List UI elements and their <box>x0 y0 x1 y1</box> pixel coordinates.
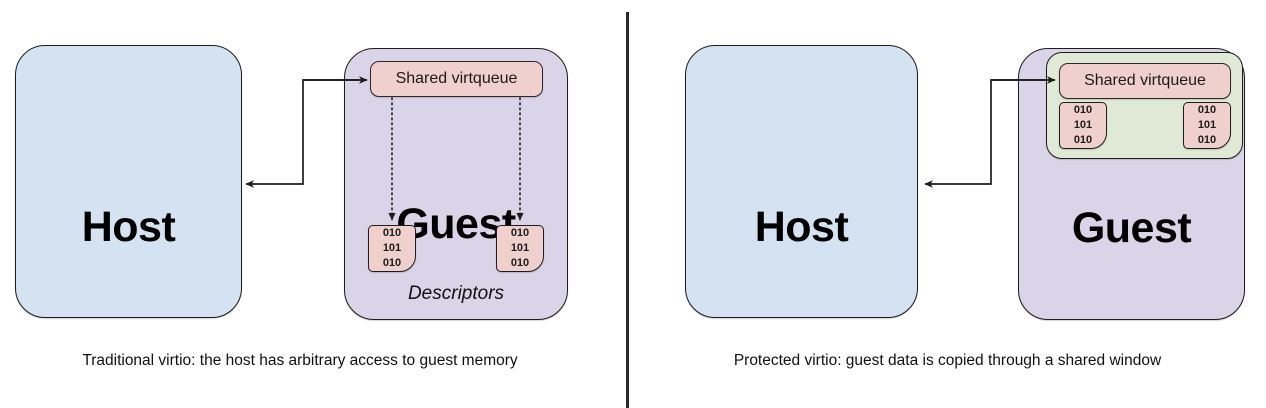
descriptor-line: 010 <box>1073 103 1093 116</box>
shared-virtqueue-traditional[interactable]: Shared virtqueue <box>370 61 543 97</box>
panel-traditional-virtio: Host Guest Shared virtqueue 010 101 010 … <box>0 0 626 408</box>
descriptor-box[interactable]: 010 101 010 <box>1059 102 1107 149</box>
guest-label: Guest <box>1071 204 1192 252</box>
descriptors-caption: Descriptors <box>407 283 505 304</box>
host-box-protected[interactable]: Host <box>685 45 918 318</box>
descriptor-line: 101 <box>510 241 530 254</box>
descriptor-box[interactable]: 010 101 010 <box>1183 102 1231 149</box>
descriptor-line: 101 <box>1197 118 1217 131</box>
descriptor-line: 010 <box>382 257 402 270</box>
panel-divider <box>626 12 629 408</box>
shared-virtqueue-label: Shared virtqueue <box>1084 72 1206 89</box>
descriptor-line: 010 <box>1197 103 1217 116</box>
descriptor-line: 010 <box>382 226 402 239</box>
descriptor-line: 101 <box>382 241 402 254</box>
descriptor-line: 010 <box>510 257 530 270</box>
caption-traditional: Traditional virtio: the host has arbitra… <box>82 352 518 369</box>
descriptor-line: 010 <box>1197 134 1217 147</box>
descriptor-box[interactable]: 010 101 010 <box>368 225 416 272</box>
descriptor-line: 010 <box>1073 134 1093 147</box>
host-box-traditional[interactable]: Host <box>15 45 242 318</box>
shared-virtqueue-label: Shared virtqueue <box>395 70 518 87</box>
descriptor-line: 010 <box>510 226 530 239</box>
caption-protected: Protected virtio: guest data is copied t… <box>733 352 1162 369</box>
host-label: Host <box>81 203 176 251</box>
panel-protected-virtio: Host Guest Shared virtqueue 010 101 010 … <box>629 0 1266 408</box>
host-label: Host <box>754 203 849 251</box>
shared-window[interactable]: Shared virtqueue 010 101 010 010 101 010 <box>1046 52 1243 159</box>
shared-virtqueue-protected[interactable]: Shared virtqueue <box>1059 63 1231 99</box>
descriptor-line: 101 <box>1073 118 1093 131</box>
descriptor-box[interactable]: 010 101 010 <box>496 225 544 272</box>
